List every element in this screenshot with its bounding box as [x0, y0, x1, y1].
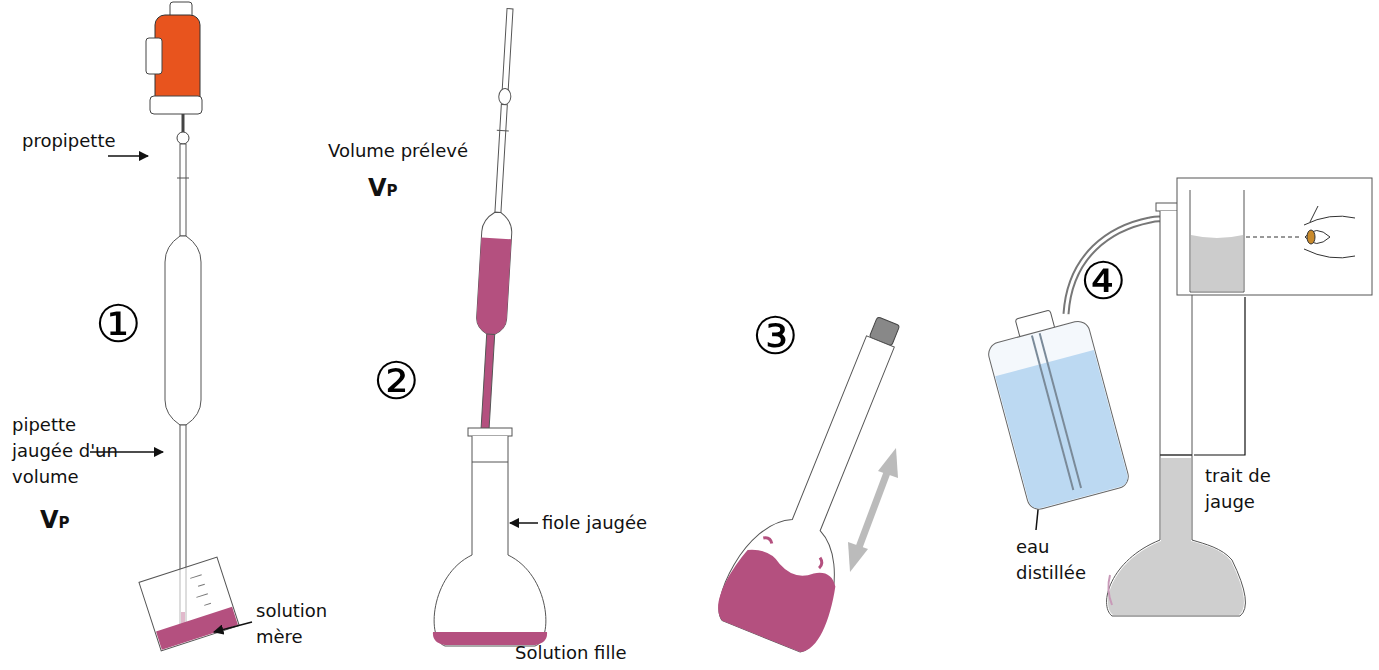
leader-line	[108, 155, 148, 157]
callout-number: ④	[1080, 255, 1127, 307]
double-arrow	[858, 470, 888, 550]
fiole-jaugee	[468, 428, 512, 436]
callout-number: ③	[752, 310, 799, 362]
pissette	[986, 319, 1131, 512]
encart-lecture	[1307, 230, 1315, 244]
pipette-inclinee	[498, 88, 511, 105]
fiole-agitee	[816, 558, 823, 569]
becher	[139, 557, 239, 651]
part-label: propipette	[22, 128, 116, 154]
pipette-inclinee	[476, 211, 513, 335]
double-arrow	[848, 448, 898, 572]
pipette-inclinee	[495, 104, 507, 212]
callout-number: ②	[373, 355, 420, 407]
pissette	[1032, 335, 1073, 490]
encart-lecture	[1246, 237, 1300, 238]
propipette-bulb	[150, 96, 202, 114]
leader-line	[90, 156, 1245, 632]
pipette-jaugee	[180, 144, 186, 236]
fiole-completee	[1107, 211, 1246, 616]
fiole-agitee	[712, 321, 930, 656]
part-label: eau distillée	[1016, 534, 1102, 586]
encart-lecture	[1304, 216, 1355, 258]
part-label: Volume prélevé	[328, 138, 468, 164]
fiole-jaugee	[472, 462, 508, 463]
becher	[190, 575, 201, 579]
fiole-completee	[1160, 454, 1192, 456]
encart-lecture	[1177, 178, 1372, 295]
leader-line	[510, 522, 538, 524]
pipette-jaugee	[165, 236, 201, 425]
double-arrow	[878, 448, 898, 478]
becher	[139, 557, 239, 651]
fiole-jaugee	[434, 436, 546, 646]
fiole-completee	[1108, 575, 1112, 605]
pipette-jaugee	[165, 144, 201, 630]
fiole-agitee	[763, 536, 774, 543]
pipette-inclinee	[481, 334, 495, 430]
propipette-bulb	[146, 38, 162, 74]
pissette	[995, 350, 1130, 511]
encart-lecture	[1190, 292, 1244, 293]
pissette	[1040, 333, 1081, 488]
leader-line	[214, 622, 252, 632]
propipette-bulb	[146, 2, 202, 144]
part-label: trait de jauge	[1205, 463, 1289, 515]
encart-lecture	[1244, 190, 1245, 292]
part-label: Solution fille	[515, 640, 626, 666]
volume-symbol: VP	[368, 176, 398, 203]
volume-symbol: VP	[40, 508, 70, 532]
encart-lecture	[1310, 206, 1318, 222]
pipette-inclinee	[497, 130, 509, 132]
callout-number: ①	[95, 298, 142, 350]
fiole-completee	[1107, 203, 1246, 616]
part-label: fiole jaugée	[542, 510, 647, 536]
part-label: solution mère	[256, 598, 360, 650]
becher	[198, 584, 205, 586]
encart-lecture	[1191, 235, 1243, 291]
pipette-inclinee	[476, 237, 512, 335]
encart-lecture	[1177, 178, 1372, 295]
volume-symbol: VP	[368, 176, 398, 200]
propipette-bulb	[182, 114, 185, 132]
pissette	[981, 301, 1131, 511]
encart-lecture	[1305, 231, 1330, 244]
propipette-bulb	[177, 132, 189, 144]
fiole-agitee	[712, 301, 940, 657]
pipette-inclinee	[470, 8, 525, 431]
encart-lecture	[1190, 190, 1191, 292]
becher	[196, 594, 207, 598]
part-label: pipette jaugée d'un volume	[12, 412, 124, 490]
becher	[204, 603, 211, 605]
double-arrow	[848, 542, 868, 572]
fiole-agitee	[712, 540, 844, 657]
pipette-inclinee	[502, 9, 513, 91]
leader-line	[1194, 297, 1245, 455]
pipette-jaugee	[177, 178, 189, 179]
fiole-jaugee	[433, 428, 547, 646]
volume-symbol: VP	[40, 508, 70, 535]
